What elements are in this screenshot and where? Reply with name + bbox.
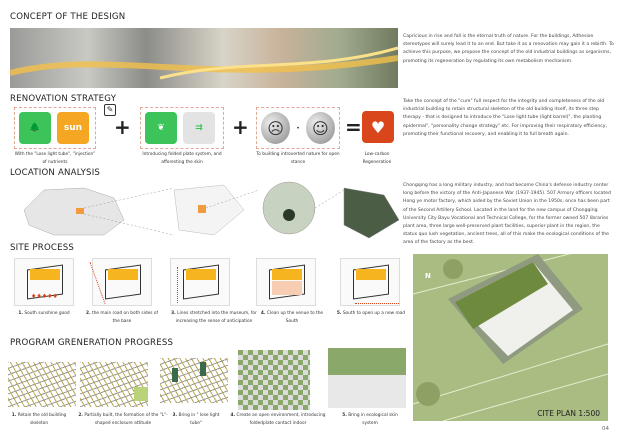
program-step-caption: 1. Retain the old building skeleton <box>11 413 67 426</box>
north-arrow-icon: N <box>425 272 431 280</box>
fern-icon: ❦ <box>145 112 177 144</box>
china-map <box>23 187 125 236</box>
site-process-title: SITE PROCESS <box>10 243 75 253</box>
site-diagram-5 <box>340 258 400 306</box>
chongqing-marker <box>76 208 84 214</box>
brush-icon: ✎ <box>104 104 116 116</box>
program-diagram-2 <box>80 362 148 407</box>
program-diagram-1 <box>8 362 76 407</box>
program-step-caption: 2. Partially built, the formation of the… <box>78 413 168 426</box>
equals-sign: = <box>345 115 362 139</box>
program-step-caption: 3. Bring in " lose light tube" <box>172 413 220 426</box>
program-diagram-4 <box>238 350 310 410</box>
concept-photo-strip <box>9 28 399 88</box>
site-step-caption: 3. Lines stretched into the museum, for … <box>171 311 257 324</box>
site-step-caption: 1. South sunshine good <box>18 311 70 316</box>
strategy-caption: To building introverted nature for open … <box>256 152 340 165</box>
concept-paragraph: Capricious in rise and fall is the etern… <box>403 34 614 64</box>
sun-icon: sun <box>57 112 89 144</box>
sad-face-icon: ☹ <box>261 112 291 144</box>
location-maps <box>23 181 400 239</box>
program-step-caption: 5. Bring in ecological skin system <box>342 413 398 426</box>
site-step-caption: 4. Clean up the venue to the South <box>260 311 324 324</box>
site-step-caption: 2. the main road on both sides of the ba… <box>86 311 158 324</box>
program-step-caption: 4. Create an open environment, introduci… <box>230 413 326 426</box>
site-diagram-1: ♦♦♦♦♦ <box>14 258 74 306</box>
city-map <box>173 184 245 236</box>
program-title: PROGRAM GRENERATION PROGRESS <box>10 338 174 348</box>
plus-sign: + <box>232 115 249 139</box>
growth-swoosh <box>9 46 399 80</box>
district-map <box>262 181 316 235</box>
concept-title: CONCEPT OF THE DESIGN <box>10 12 126 22</box>
program-diagram-5 <box>328 348 406 408</box>
site-plan-drawing <box>413 254 608 421</box>
renovation-title: RENOVATION STRATEGY <box>10 94 117 104</box>
tree-icon: 🌲 <box>19 112 51 144</box>
site-diagram-3 <box>170 258 230 306</box>
program-diagram-3 <box>160 358 228 403</box>
strategy-group-2: ❦ ⇉ <box>140 107 224 149</box>
strategy-caption: With the "Lose light tube", "injection" … <box>14 152 96 165</box>
site-plan-label: CITE PLAN 1:500 <box>537 409 600 418</box>
strategy-group-1: 🌲 sun <box>14 107 96 149</box>
location-paragraph: Chongqing has a long military industry, … <box>403 183 611 246</box>
strategy-group-3: ☹ • ☺ <box>256 107 340 149</box>
s-arrow-icon: ⇉ <box>183 112 215 144</box>
plus-sign: + <box>114 115 131 139</box>
page-number: 04 <box>602 426 609 432</box>
site-map <box>343 187 400 239</box>
renovation-paragraph: Take the concept of the "cure" full resp… <box>403 99 607 137</box>
heart-icon: ♥ <box>362 111 394 143</box>
site-step-caption: 5. South to open up a new road <box>336 311 406 316</box>
strategy-caption: Introducing folded plate system, and aff… <box>142 152 222 165</box>
site-diagram-2 <box>89 258 152 306</box>
location-title: LOCATION ANALYSIS <box>10 168 101 178</box>
dot: • <box>296 124 300 132</box>
strategy-caption: Low-carbon Regeneration <box>362 152 392 165</box>
happy-face-icon: ☺ <box>305 112 335 144</box>
site-diagram-4 <box>256 258 316 306</box>
site-plan: N CITE PLAN 1:500 <box>413 254 608 421</box>
